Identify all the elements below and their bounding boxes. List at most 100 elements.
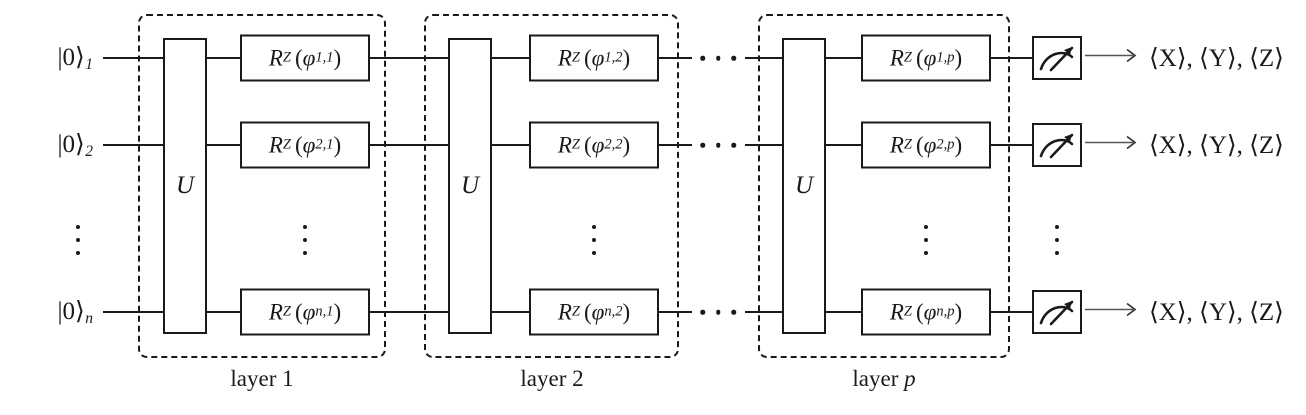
rz-gate-letter: R — [268, 132, 283, 157]
rz-param-index: n,2 — [604, 303, 623, 320]
layer-label-index: 1 — [282, 366, 294, 391]
ellipsis-dot — [700, 142, 705, 148]
ellipsis-dot — [592, 238, 596, 242]
meter-icon — [1039, 46, 1074, 72]
measurement-gate-qn[interactable] — [1032, 290, 1082, 334]
rz-gate-axis: Z — [571, 303, 580, 320]
layer-label-prefix: layer — [852, 366, 899, 391]
wire-q2-seg-gap — [745, 144, 783, 146]
rz-gate-letter: R — [268, 45, 283, 70]
wire-q1-seg-in — [103, 57, 213, 59]
ellipsis-dot — [303, 238, 307, 242]
entangler-gate-layer-2[interactable]: U — [448, 38, 492, 334]
wire-q2-seg-lpb — [986, 144, 1034, 146]
expectation-values-q1: ⟨X⟩, ⟨Y⟩, ⟨Z⟩ — [1149, 45, 1284, 72]
ellipsis-dot — [731, 309, 736, 315]
ket-symbol-2: |0⟩ — [57, 130, 85, 158]
wire-q1-seg-lpa — [826, 57, 866, 59]
ket-subscript-1: 1 — [85, 56, 93, 74]
rz-gate-axis: Z — [571, 136, 580, 153]
wire-q2-seg-in — [103, 144, 213, 146]
rz-param-symbol: φ — [591, 132, 605, 157]
ellipsis-dot — [731, 55, 736, 61]
horizontal-ellipsis-qn — [700, 309, 736, 315]
ellipsis-dot — [592, 251, 596, 255]
wire-q1-seg-gap — [745, 57, 783, 59]
wire-qn-seg-l2b — [654, 311, 692, 313]
layer-frame-2 — [424, 14, 679, 358]
ellipsis-dot — [1055, 238, 1059, 242]
output-arrow-qn — [1085, 301, 1143, 324]
vertical-ellipsis-wires — [76, 225, 80, 255]
wire-q1-seg-l1b — [365, 57, 498, 59]
layer-label-index: 2 — [572, 366, 584, 391]
rz-param-symbol: φ — [302, 132, 316, 157]
wire-q1-seg-lpb — [986, 57, 1034, 59]
rz-param-index: 2,p — [936, 136, 955, 153]
wire-q2-seg-lpa — [826, 144, 866, 146]
rz-param-symbol: φ — [591, 299, 605, 324]
ellipsis-dot — [76, 251, 80, 255]
wire-q2-seg-l1a — [207, 144, 245, 146]
ellipsis-dot — [924, 225, 928, 229]
ellipsis-dot — [924, 238, 928, 242]
rz-param-index: 1,1 — [315, 49, 334, 66]
entangler-symbol-1: U — [175, 172, 195, 199]
wire-q1-seg-l2a — [492, 57, 534, 59]
layer-label-p: layer p — [852, 366, 915, 392]
entangler-gate-layer-p[interactable]: U — [782, 38, 826, 334]
layer-label-prefix: layer — [230, 366, 277, 391]
layer-frame-1 — [138, 14, 386, 358]
ellipsis-dot — [715, 142, 721, 148]
rz-param-symbol: φ — [923, 45, 937, 70]
expectation-values-qn: ⟨X⟩, ⟨Y⟩, ⟨Z⟩ — [1149, 299, 1284, 326]
arrow-right-icon — [1085, 302, 1137, 317]
rz-param-index: n,1 — [315, 303, 334, 320]
layer-label-1: layer 1 — [230, 366, 293, 392]
expectation-values-q2: ⟨X⟩, ⟨Y⟩, ⟨Z⟩ — [1149, 132, 1284, 159]
wire-q2-seg-l2a — [492, 144, 534, 146]
rz-gate-axis: Z — [571, 49, 580, 66]
ellipsis-dot — [1055, 225, 1059, 229]
ellipsis-dot — [700, 55, 705, 61]
ellipsis-dot — [76, 225, 80, 229]
measurement-gate-q2[interactable] — [1032, 123, 1082, 167]
ellipsis-dot — [592, 225, 596, 229]
rz-param-index: 1,2 — [604, 49, 623, 66]
meter-icon — [1039, 133, 1074, 159]
rz-param-symbol: φ — [302, 45, 316, 70]
ellipsis-dot — [76, 238, 80, 242]
meter-icon — [1039, 300, 1074, 326]
ellipsis-dot — [715, 309, 721, 315]
qubit-label-n: |0⟩n — [57, 296, 93, 328]
arrow-right-icon — [1085, 135, 1137, 150]
rz-gate-letter: R — [268, 299, 283, 324]
entangler-gate-layer-1[interactable]: U — [163, 38, 207, 334]
ket-subscript-2: 2 — [85, 143, 93, 161]
rz-gate-axis: Z — [903, 136, 912, 153]
horizontal-ellipsis-q2 — [700, 142, 736, 148]
output-arrow-q1 — [1085, 47, 1143, 70]
wire-q2-seg-l2b — [654, 144, 692, 146]
wire-q1-seg-l1a — [207, 57, 245, 59]
rz-param-index: 1,p — [936, 49, 955, 66]
measurement-gate-q1[interactable] — [1032, 36, 1082, 80]
vertical-ellipsis-layer-2 — [592, 225, 596, 255]
qubit-label-2: |0⟩2 — [57, 129, 93, 161]
rz-param-index: 2,2 — [604, 136, 623, 153]
rz-gate-letter: R — [557, 45, 572, 70]
vertical-ellipsis-layer-1 — [303, 225, 307, 255]
wire-qn-seg-l1a — [207, 311, 245, 313]
rz-gate-letter: R — [889, 45, 904, 70]
wire-qn-seg-in — [103, 311, 213, 313]
